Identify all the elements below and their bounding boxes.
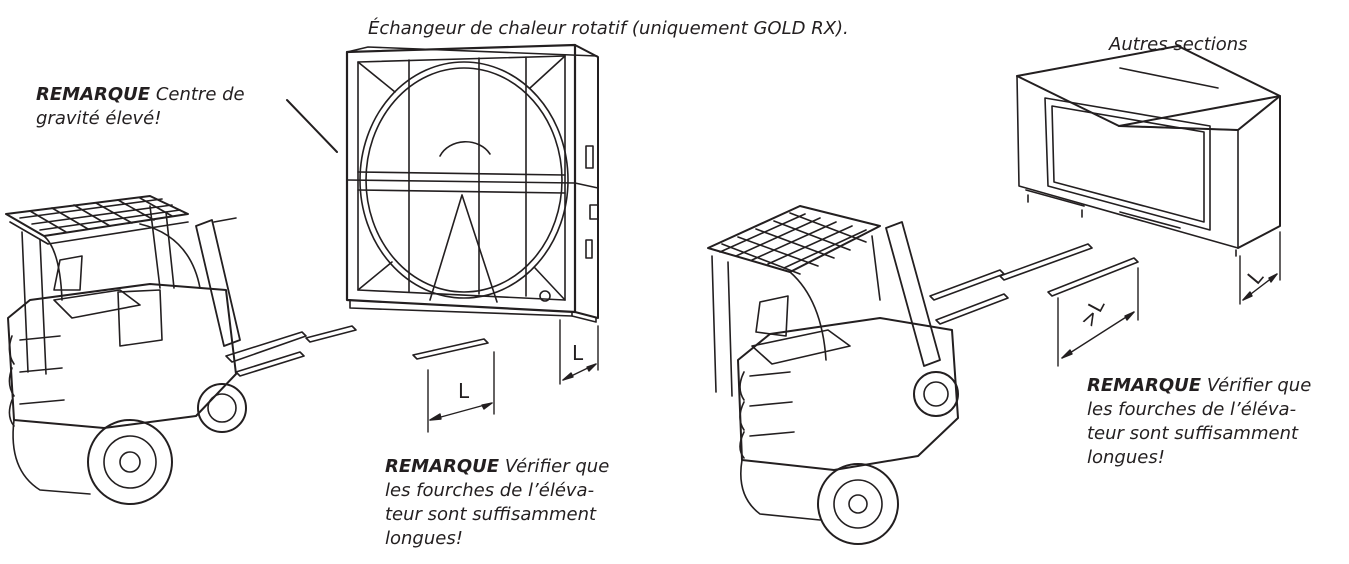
- note-text: Centre de: [155, 84, 245, 105]
- note-text: teur sont suffisamment: [385, 504, 597, 525]
- note-keyword: REMARQUE: [385, 456, 500, 477]
- dimension-label: L: [1242, 264, 1268, 289]
- dimension-label: >L: [1075, 294, 1110, 331]
- caption-rotary-exchanger: Échangeur de chaleur rotatif (uniquement…: [368, 18, 849, 39]
- note-text: Vérifier que: [504, 456, 610, 477]
- note-keyword: REMARQUE: [1087, 375, 1202, 396]
- dimension-fork-right: [1057, 267, 1139, 367]
- dimension-label: L: [572, 341, 584, 365]
- note-text: gravité élevé!: [36, 108, 162, 129]
- note-text: les fourches de l’éléva-: [385, 480, 595, 501]
- forklift-right: [707, 205, 1009, 545]
- forklift-left: [5, 195, 307, 505]
- note-text: Vérifier que: [1206, 375, 1312, 396]
- dimension-label: L: [458, 379, 470, 403]
- fork-pieces-right: [999, 243, 1139, 297]
- caption-other-sections: Autres sections: [1109, 34, 1248, 55]
- dimension-unit-left: [559, 319, 599, 385]
- fork-pieces-left: [305, 325, 489, 360]
- dimension-unit-right: [1239, 231, 1281, 305]
- other-section-unit: [1016, 45, 1281, 257]
- note-keyword: REMARQUE: [36, 84, 151, 105]
- rotary-exchanger-unit: [345, 43, 599, 323]
- note-text: les fourches de l’éléva-: [1087, 399, 1297, 420]
- note-text: longues!: [1087, 447, 1165, 468]
- note-forks-left: REMARQUE Vérifier que les fourches de l’…: [385, 455, 609, 551]
- note-gravity: REMARQUE Centre de gravité élevé!: [36, 83, 245, 131]
- note-text: teur sont suffisamment: [1087, 423, 1299, 444]
- dimension-fork-left: [427, 351, 495, 433]
- leader-line: [286, 99, 338, 153]
- note-text: longues!: [385, 528, 463, 549]
- note-forks-right: REMARQUE Vérifier que les fourches de l’…: [1087, 374, 1311, 470]
